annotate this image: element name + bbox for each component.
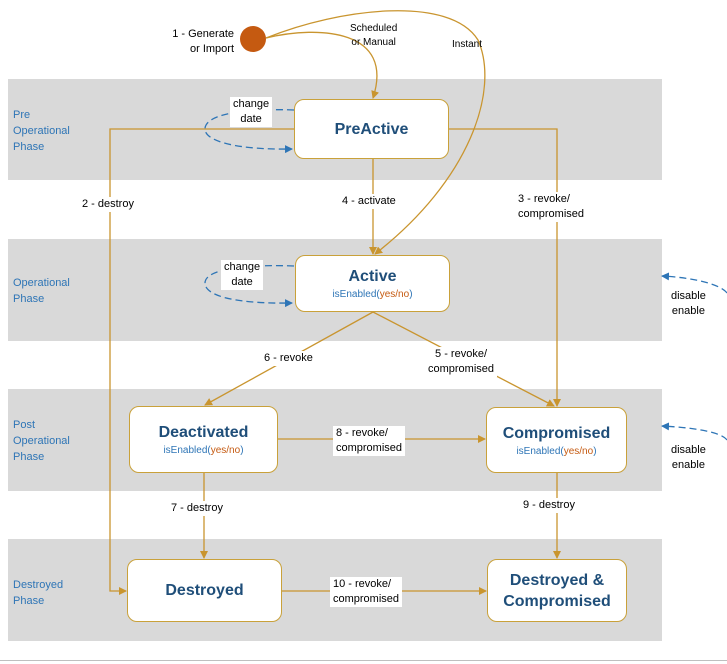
self-loop-post-right [661, 422, 727, 441]
arrow-scheduled [265, 31, 379, 99]
self-loop-preactive [204, 109, 295, 154]
label-7-destroy: 7 - destroy [168, 501, 226, 516]
state-enabled-flag: isEnabled(yes/no) [516, 445, 597, 457]
state-name: Destroyed [165, 582, 244, 599]
label-6-revoke: 6 - revoke [261, 351, 316, 366]
label-change-date-active: change date [221, 260, 264, 290]
label-10-revoke: 10 - revoke/ compromised [330, 577, 403, 607]
label-3-revoke: 3 - revoke/ compromised [515, 192, 588, 222]
state-name: Compromised [502, 424, 611, 442]
label-instant: Instant [452, 39, 483, 50]
label-4-activate: 4 - activate [339, 194, 399, 209]
phase-label-pre-operational: Pre Operational Phase [13, 109, 70, 153]
state-enabled-flag: isEnabled(yes/no) [163, 445, 244, 456]
arrow-2-destroy [109, 128, 294, 595]
self-loop-active [204, 265, 295, 308]
label-change-date-preactive: change date [230, 97, 273, 127]
self-loop-operational-right [661, 272, 727, 294]
label-scheduled: Scheduled or Manual [350, 23, 398, 48]
label-8-revoke: 8 - revoke/ compromised [333, 426, 406, 456]
arrow-instant [265, 10, 486, 255]
phase-label-post-operational: Post Operational Phase [13, 419, 70, 463]
state-enabled-flag: isEnabled(yes/no) [332, 289, 413, 300]
start-node [240, 26, 266, 52]
state-name-line2: Compromised [503, 592, 611, 610]
state-destroyed: Destroyed [127, 559, 282, 622]
label-2-destroy: 2 - destroy [79, 197, 137, 212]
state-active: Active isEnabled(yes/no) [295, 255, 450, 312]
state-name-line1: Destroyed & [509, 571, 605, 589]
state-name: Deactivated [158, 424, 249, 441]
state-compromised: Compromised isEnabled(yes/no) [486, 407, 627, 473]
label-disable-enable-operational: disable enable [669, 289, 708, 319]
label-disable-enable-post: disable enable [669, 443, 708, 473]
state-preactive: PreActive [294, 99, 449, 159]
label-5-revoke: 5 - revoke/ compromised [425, 347, 498, 377]
arrow-3-revoke [449, 128, 561, 407]
label-9-destroy: 9 - destroy [520, 498, 578, 513]
phase-label-operational: Operational Phase [13, 277, 70, 305]
state-name: PreActive [334, 120, 409, 138]
state-name: Active [348, 268, 397, 285]
phase-label-destroyed: Destroyed Phase [13, 579, 64, 607]
bottom-rule [0, 660, 727, 661]
start-label: 1 - Generate or Import [172, 28, 234, 55]
state-destroyed-compromised: Destroyed & Compromised [487, 559, 627, 622]
state-deactivated: Deactivated isEnabled(yes/no) [129, 406, 278, 473]
